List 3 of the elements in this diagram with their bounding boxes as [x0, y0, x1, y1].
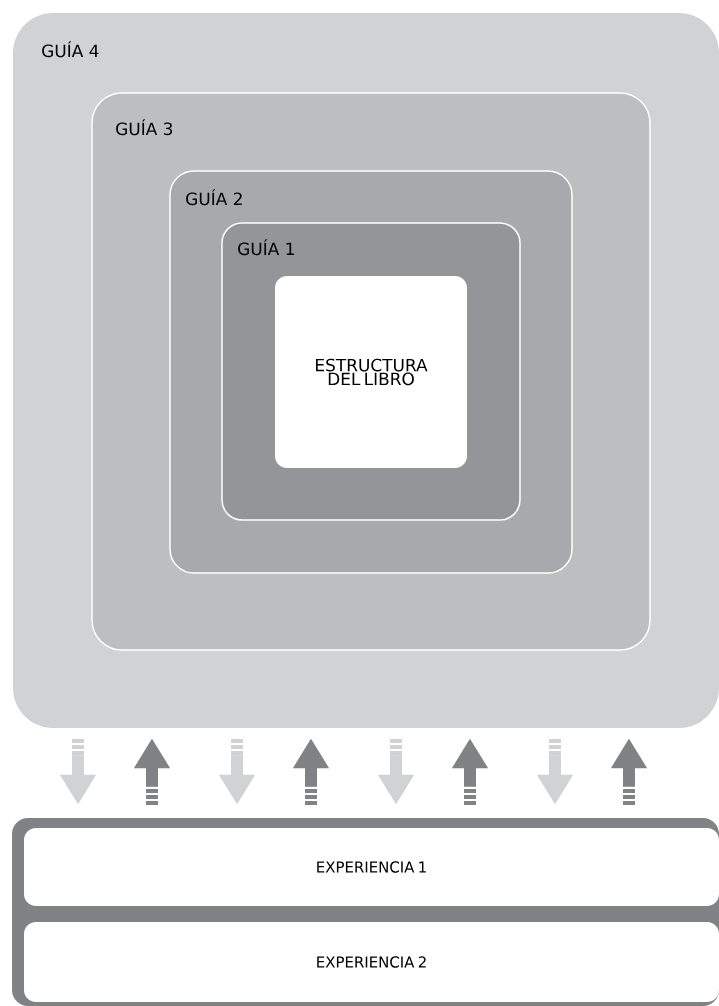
text-box: ESTRUCTURA DEL LIBRO: [275, 276, 467, 468]
text-box: EXPERIENCIA 1: [24, 828, 719, 906]
text-box: EXPERIENCIA 2: [24, 922, 719, 1002]
